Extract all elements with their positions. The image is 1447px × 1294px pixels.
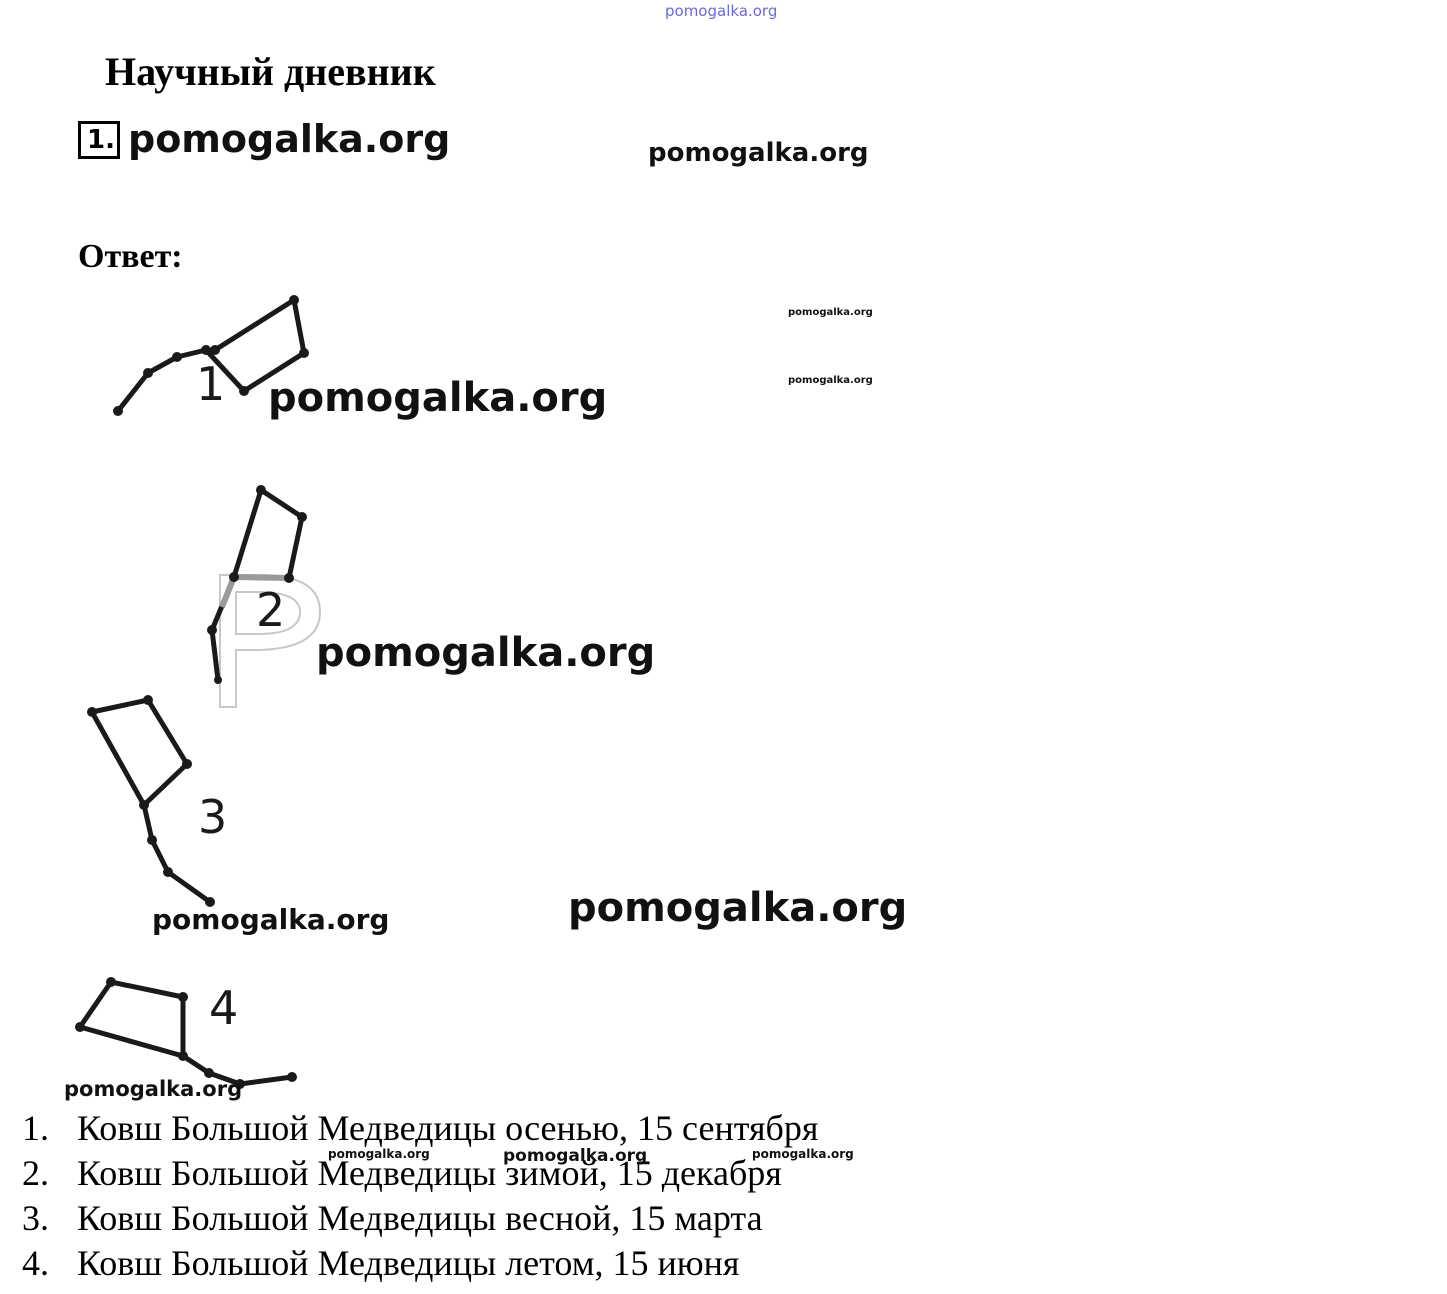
figure-4-stars — [75, 977, 297, 1089]
answer-label: Ответ: — [78, 238, 183, 275]
list-item-text: Ковш Большой Медведицы зимой, 15 декабря — [77, 1153, 782, 1193]
figure-1-constellation — [115, 297, 307, 414]
figure-1-label: 1 — [196, 357, 225, 411]
list-item-text: Ковш Большой Медведицы весной, 15 марта — [77, 1198, 763, 1238]
list-watermark-c: pomogalka.org — [752, 1147, 854, 1161]
figure-2-label: 2 — [256, 583, 285, 637]
list-item: 4. Ковш Большой Медведицы летом, 15 июня — [22, 1241, 818, 1286]
list-item-number: 2. — [22, 1153, 49, 1193]
figure-3-right-watermark: pomogalka.org — [568, 885, 908, 931]
figure-2-grey-segment — [219, 575, 237, 609]
list-item-text: Ковш Большой Медведицы осенью, 15 сентяб… — [77, 1108, 819, 1148]
figure-1-watermark: pomogalka.org — [268, 375, 608, 421]
figure-2-watermark: pomogalka.org — [316, 630, 656, 676]
list-item-number: 4. — [22, 1243, 49, 1283]
small-watermark-a: pomogalka.org — [788, 307, 873, 318]
page-title: Научный дневник — [105, 49, 436, 94]
figure-3-constellation — [89, 697, 213, 905]
figure-3-label: 3 — [198, 790, 227, 844]
small-watermark-b: pomogalka.org — [788, 375, 873, 386]
list-watermark-a: pomogalka.org — [328, 1147, 430, 1161]
figure-4-watermark: pomogalka.org — [64, 1077, 243, 1101]
answer-list: 1. Ковш Большой Медведицы осенью, 15 сент… — [22, 1106, 818, 1286]
figure-2-stars — [207, 485, 307, 684]
task-number: 1. — [78, 121, 120, 159]
header-right-watermark: pomogalka.org — [648, 138, 869, 168]
list-item-text: Ковш Большой Медведицы летом, 15 июня — [77, 1243, 740, 1283]
figure-4-label: 4 — [209, 981, 238, 1035]
list-watermark-b: pomogalka.org — [503, 1146, 648, 1166]
list-item: 1. Ковш Большой Медведицы осенью, 15 сент… — [22, 1106, 818, 1151]
list-item-number: 1. — [22, 1108, 49, 1148]
figure-3-watermark: pomogalka.org — [152, 903, 390, 936]
figure-1-stars — [113, 295, 309, 416]
figure-3-stars — [87, 695, 215, 907]
figure-2-grey-top — [235, 574, 290, 581]
list-item: 3. Ковш Большой Медведицы весной, 15 март… — [22, 1196, 818, 1241]
top-watermark: pomogalka.org — [665, 2, 778, 20]
list-item: 2. Ковш Большой Медведицы зимой, 15 декаб… — [22, 1151, 818, 1196]
task-watermark: pomogalka.org — [128, 117, 451, 161]
list-item-number: 3. — [22, 1198, 49, 1238]
